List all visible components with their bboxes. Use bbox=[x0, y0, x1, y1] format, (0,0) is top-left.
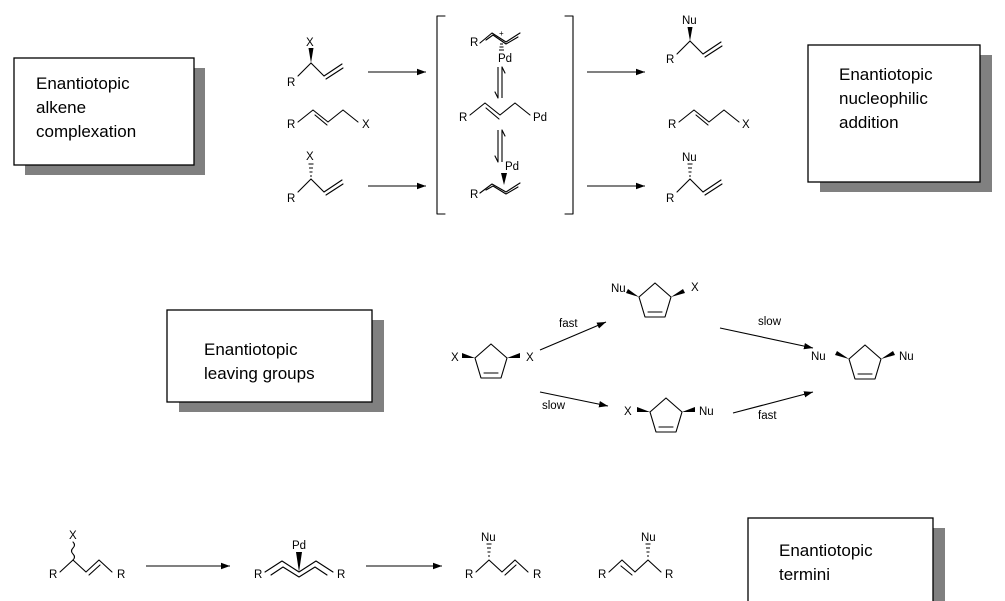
box-leaving-groups: Enantiotopic leaving groups bbox=[166, 309, 384, 412]
bracket-right bbox=[564, 15, 574, 215]
atom-plus: + bbox=[499, 29, 504, 38]
box-nucleophilic-line-2: nucleophilic bbox=[839, 89, 928, 108]
atom-x: X bbox=[624, 406, 632, 418]
atom-r: R bbox=[459, 112, 467, 124]
atom-nu: Nu bbox=[899, 351, 914, 363]
atom-r: R bbox=[470, 189, 478, 201]
atom-r: R bbox=[465, 569, 473, 581]
box-alkene-line-2: alkene bbox=[36, 98, 86, 117]
atom-x: X bbox=[742, 119, 750, 131]
termini-product-right: Nu R R bbox=[598, 532, 673, 581]
allylic-substrate-wedge: X R bbox=[287, 37, 344, 89]
allylic-product-wedge: Nu R bbox=[666, 15, 723, 66]
cyclopentene-nu-x: Nu X bbox=[611, 282, 699, 318]
box-nucleophilic-line-1: Enantiotopic bbox=[839, 65, 933, 84]
rate-fast: fast bbox=[758, 410, 777, 422]
atom-r: R bbox=[666, 54, 674, 66]
atom-x: X bbox=[526, 352, 534, 364]
atom-x: X bbox=[306, 37, 314, 49]
atom-r: R bbox=[49, 569, 57, 581]
box-alkene-line-3: complexation bbox=[36, 122, 136, 141]
box-alkene-line-1: Enantiotopic bbox=[36, 74, 130, 93]
atom-x: X bbox=[69, 530, 77, 542]
atom-pd: Pd bbox=[292, 540, 306, 552]
bracket-left bbox=[436, 15, 446, 215]
atom-r: R bbox=[117, 569, 125, 581]
atom-r: R bbox=[254, 569, 262, 581]
cyclopentene-x-nu: X Nu bbox=[624, 397, 714, 433]
rate-fast: fast bbox=[559, 318, 578, 330]
equilibrium-arrows bbox=[494, 66, 506, 99]
box-termini-line-1: Enantiotopic bbox=[779, 541, 873, 560]
box-nucleophilic-line-3: addition bbox=[839, 113, 899, 132]
atom-r: R bbox=[337, 569, 345, 581]
box-alkene-complexation: Enantiotopic alkene complexation bbox=[13, 57, 205, 175]
atom-x: X bbox=[362, 119, 370, 131]
box-nucleophilic-addition: Enantiotopic nucleophilic addition bbox=[807, 44, 992, 192]
equilibrium-arrows bbox=[494, 129, 506, 163]
atom-r: R bbox=[533, 569, 541, 581]
box-termini: Enantiotopic termini bbox=[747, 517, 945, 601]
cyclopentene-dinu: Nu Nu bbox=[811, 344, 914, 380]
atom-pd: Pd bbox=[498, 53, 512, 65]
atom-nu: Nu bbox=[811, 351, 826, 363]
pi-allyl-pd-complex: + R Pd bbox=[470, 29, 521, 65]
rate-slow: slow bbox=[758, 316, 782, 328]
allylic-substrate-hash: X R bbox=[287, 151, 344, 205]
atom-x: X bbox=[306, 151, 314, 163]
atom-r: R bbox=[287, 119, 295, 131]
atom-x: X bbox=[691, 282, 699, 294]
box-leaving-line-1: Enantiotopic bbox=[204, 340, 298, 359]
reaction-arrow bbox=[732, 391, 814, 414]
meso-cyclopentene-dix: X X bbox=[451, 343, 534, 379]
reaction-arrow bbox=[539, 391, 609, 408]
box-leaving-line-2: leaving groups bbox=[204, 364, 315, 383]
atom-r: R bbox=[666, 193, 674, 205]
reaction-arrow bbox=[719, 327, 814, 350]
rate-slow: slow bbox=[542, 400, 566, 412]
atom-r: R bbox=[287, 193, 295, 205]
atom-pd: Pd bbox=[505, 161, 519, 173]
atom-r: R bbox=[598, 569, 606, 581]
termini-product-left: Nu R R bbox=[465, 532, 541, 581]
allylic-product-hash: Nu R bbox=[666, 152, 723, 205]
atom-pd: Pd bbox=[533, 112, 547, 124]
atom-x: X bbox=[451, 352, 459, 364]
atom-r: R bbox=[287, 77, 295, 89]
atom-nu: Nu bbox=[611, 283, 626, 295]
box-termini-line-2: termini bbox=[779, 565, 830, 584]
symmetric-allylic-substrate: X R R bbox=[49, 530, 125, 581]
reaction-arrow bbox=[539, 321, 607, 351]
atom-nu: Nu bbox=[699, 406, 714, 418]
linear-allyl-substrate: R X bbox=[287, 109, 370, 131]
atom-nu: Nu bbox=[682, 15, 697, 27]
atom-nu: Nu bbox=[641, 532, 656, 544]
atom-r: R bbox=[665, 569, 673, 581]
atom-r: R bbox=[668, 119, 676, 131]
pi-allyl-pd-complex: Pd R bbox=[470, 161, 521, 201]
atom-r: R bbox=[470, 37, 478, 49]
atom-nu: Nu bbox=[682, 152, 697, 164]
linear-allyl-product: R X bbox=[668, 109, 750, 131]
atom-nu: Nu bbox=[481, 532, 496, 544]
sigma-allyl-pd: R Pd bbox=[459, 102, 547, 124]
symmetric-pi-allyl-pd: Pd R R bbox=[254, 540, 345, 581]
